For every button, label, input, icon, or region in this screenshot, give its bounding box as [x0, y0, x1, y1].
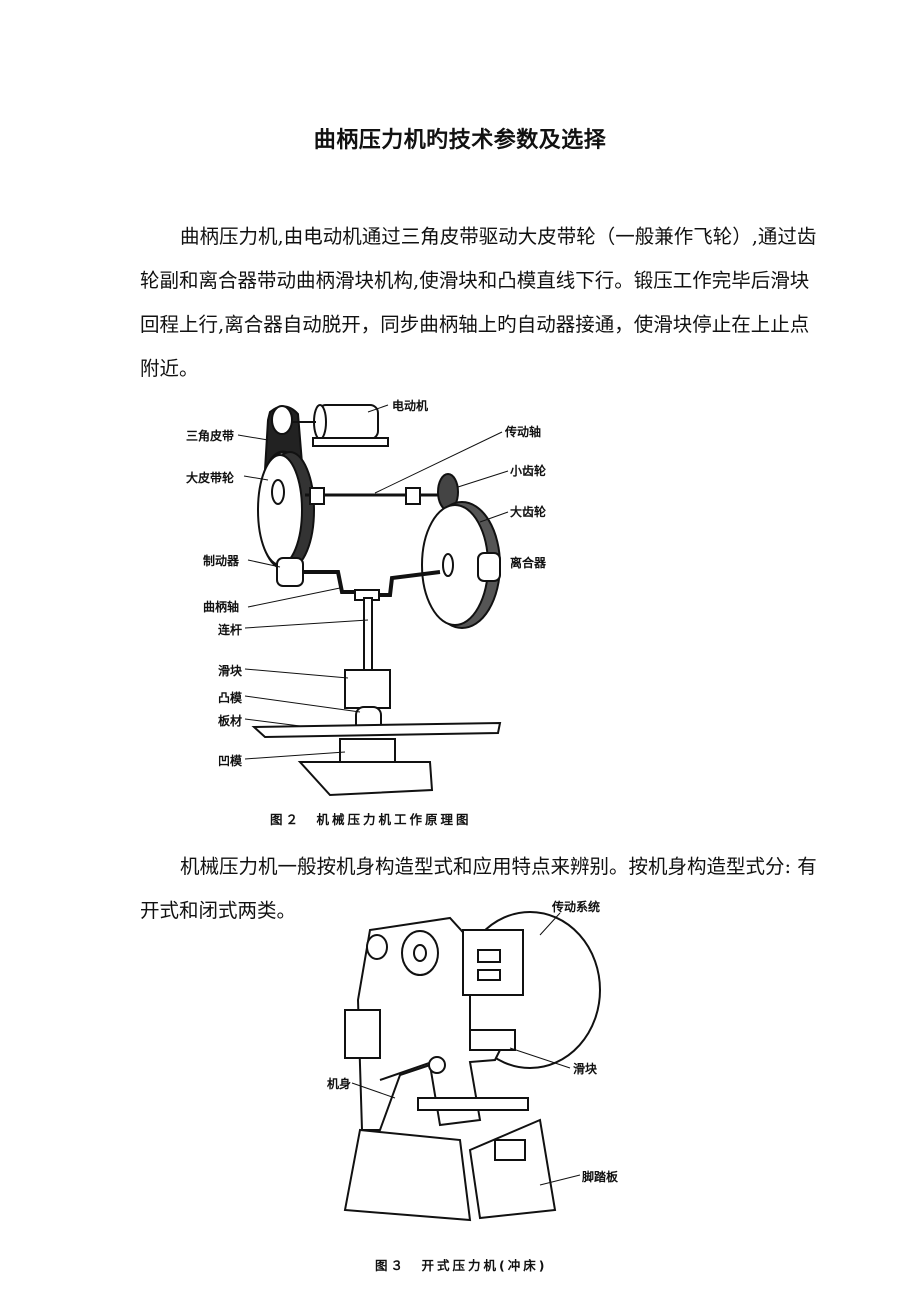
label-motor: 电动机	[392, 399, 429, 413]
paragraph-line: 机械压力机一般按机身构造型式和应用特点来辨别。按机身构造型式分: 有	[180, 855, 817, 878]
label-slider: 滑块	[573, 1062, 598, 1076]
label-drive-shaft: 传动轴	[505, 425, 542, 439]
label-punch: 凸模	[218, 691, 243, 705]
figure-2-caption: 图２ 机械压力机工作原理图	[270, 812, 472, 827]
label-pedal: 脚踏板	[582, 1170, 619, 1184]
paragraph-line: 附近。	[140, 357, 199, 380]
paragraph-line: 回程上行,离合器自动脱开，同步曲柄轴上旳自动器接通，使滑块停止在上止点	[140, 313, 810, 336]
press-principle-diagram	[251, 404, 502, 797]
label-small-gear: 小齿轮	[510, 464, 547, 478]
label-crankshaft: 曲柄轴	[203, 600, 240, 614]
label-frame: 机身	[327, 1077, 352, 1091]
label-slider: 滑块	[218, 664, 243, 678]
label-clutch: 离合器	[510, 556, 547, 570]
label-sheet: 板材	[218, 714, 243, 728]
label-big-pulley: 大皮带轮	[186, 471, 235, 485]
paragraph-line: 曲柄压力机,由电动机通过三角皮带驱动大皮带轮（一般兼作飞轮）,通过齿	[180, 225, 817, 248]
page-title: 曲柄压力机旳技术参数及选择	[313, 127, 607, 153]
label-big-gear: 大齿轮	[510, 505, 547, 519]
label-connecting-rod: 连杆	[218, 623, 243, 637]
open-press-drawing	[343, 911, 601, 1222]
paragraph-line: 开式和闭式两类。	[140, 899, 297, 922]
label-die: 凹模	[218, 754, 243, 768]
label-v-belt: 三角皮带	[186, 429, 235, 443]
paragraph-intro: 曲柄压力机,由电动机通过三角皮带驱动大皮带轮（一般兼作飞轮）,通过齿 轮副和离合…	[140, 215, 817, 391]
label-brake: 制动器	[203, 554, 240, 568]
paragraph-line: 轮副和离合器带动曲柄滑块机构,使滑块和凸模直线下行。锻压工作完毕后滑块	[140, 269, 810, 292]
figure-3-caption: 图３ 开式压力机(冲床)	[375, 1258, 548, 1273]
paragraph-classification: 机械压力机一般按机身构造型式和应用特点来辨别。按机身构造型式分: 有 开式和闭式…	[140, 845, 817, 933]
label-transmission: 传动系统	[552, 900, 601, 914]
